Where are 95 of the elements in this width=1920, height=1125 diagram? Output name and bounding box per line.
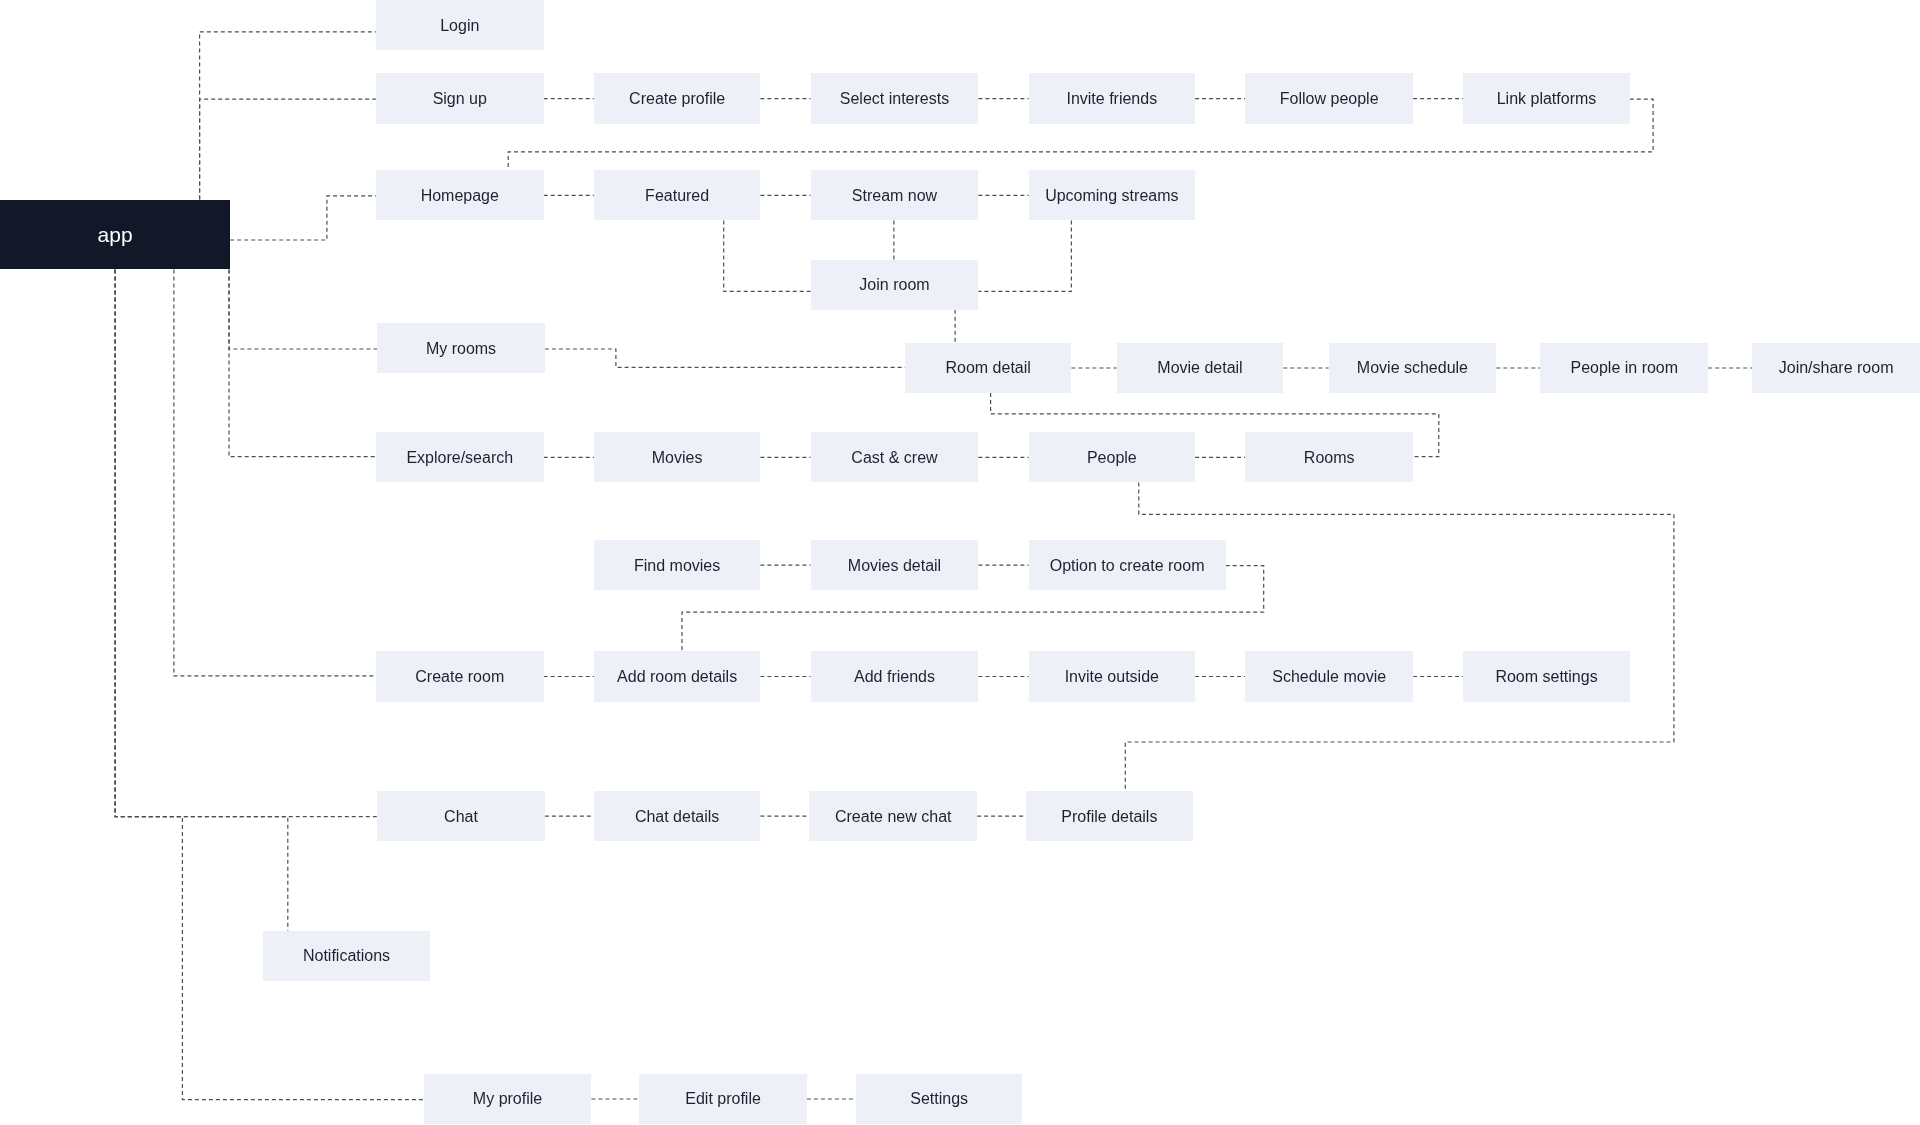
page-box <box>1116 342 1284 394</box>
dashed-connector <box>114 268 425 1101</box>
node-label: Stream now <box>851 185 938 205</box>
node-label: Rooms <box>1303 447 1355 467</box>
node-label: Notifications <box>302 946 391 966</box>
node-label: Add room details <box>617 666 738 687</box>
page-box <box>810 170 979 221</box>
node-label: Create room <box>415 666 505 687</box>
page-box <box>1752 342 1920 394</box>
page-box <box>639 1073 807 1125</box>
node-label: Settings <box>910 1089 969 1109</box>
node-label: Link platforms <box>1496 88 1597 109</box>
page-box <box>1245 651 1414 702</box>
dashed-connector <box>990 392 1440 458</box>
page-box <box>1028 432 1196 483</box>
node-label: Add friends <box>854 666 935 687</box>
page-box <box>377 791 545 842</box>
node-label: Upcoming streams <box>1045 185 1179 205</box>
dashed-connector <box>723 219 812 292</box>
page-box <box>1328 342 1497 394</box>
node-label: Find movies <box>634 555 721 575</box>
page-box <box>593 651 761 702</box>
dashed-connector <box>590 1098 640 1100</box>
page-box <box>377 323 545 374</box>
page-box <box>375 432 544 483</box>
page-box <box>423 1073 592 1125</box>
node-label: Login <box>440 15 480 35</box>
node-label: Explore/search <box>406 447 514 467</box>
page-box <box>1463 651 1630 702</box>
node-label: Join/share room <box>1778 358 1894 378</box>
node-label: Select interests <box>839 88 950 109</box>
page-box <box>1028 651 1196 702</box>
page-box <box>375 0 544 51</box>
node-label: Room settings <box>1495 666 1598 687</box>
page-box <box>593 170 761 221</box>
page-box <box>809 791 978 842</box>
dashed-connector <box>228 268 377 458</box>
dashed-connector <box>1707 367 1753 369</box>
dashed-connector <box>893 219 895 261</box>
page-box <box>263 930 430 981</box>
node-label: My rooms <box>425 338 497 358</box>
node-label: Movies detail <box>847 555 942 575</box>
node-label: Chat <box>444 806 478 826</box>
dashed-connector <box>1495 367 1541 369</box>
page-box <box>1028 170 1196 221</box>
page-box <box>1463 73 1630 124</box>
page-box <box>375 170 544 221</box>
page-box <box>1245 73 1414 124</box>
node-label: People <box>1086 447 1137 467</box>
node-label: My profile <box>472 1089 543 1109</box>
node-label: app <box>97 221 133 248</box>
node-label: Invite outside <box>1064 666 1159 687</box>
dashed-connector <box>1070 367 1118 369</box>
page-box <box>810 73 979 124</box>
node-label: Room detail <box>945 358 1031 378</box>
page-box <box>1245 432 1414 483</box>
page-box <box>1028 540 1226 591</box>
node-label: Featured <box>645 185 710 205</box>
page-box <box>1540 342 1709 394</box>
page-box <box>1028 73 1196 124</box>
page-box <box>375 651 544 702</box>
dashed-connector <box>977 219 1072 292</box>
page-box <box>810 259 979 310</box>
node-label: Create profile <box>629 88 726 109</box>
node-label: Join room <box>859 275 930 295</box>
page-box <box>810 651 979 702</box>
node-label: Invite friends <box>1066 88 1158 109</box>
node-label: People in room <box>1570 358 1679 378</box>
node-label: Create new chat <box>835 806 952 826</box>
page-box <box>593 791 761 842</box>
dashed-connector <box>681 565 1265 652</box>
node-label: Cast & crew <box>851 447 938 467</box>
dashed-connector <box>199 98 377 201</box>
page-box <box>810 540 979 591</box>
dashed-connector <box>1124 481 1675 792</box>
page-box <box>593 540 761 591</box>
root-box <box>0 199 231 270</box>
node-label: Option to create room <box>1049 555 1205 575</box>
dashed-connector <box>954 309 956 344</box>
node-label: Follow people <box>1279 88 1379 109</box>
page-box <box>810 432 979 483</box>
node-label: Edit profile <box>685 1089 761 1109</box>
node-label: Profile details <box>1061 806 1158 826</box>
page-box <box>593 432 761 483</box>
node-label: Chat details <box>634 806 720 826</box>
node-label: Sign up <box>432 88 487 109</box>
node-label: Homepage <box>420 185 499 205</box>
node-label: Schedule movie <box>1272 666 1387 687</box>
node-label: Movie schedule <box>1356 358 1468 378</box>
node-label: Movie detail <box>1157 358 1243 378</box>
node-label: Movies <box>651 447 703 467</box>
dashed-connector <box>1282 367 1330 369</box>
page-box <box>593 73 761 124</box>
page-box <box>904 342 1072 394</box>
page-box <box>375 73 544 124</box>
